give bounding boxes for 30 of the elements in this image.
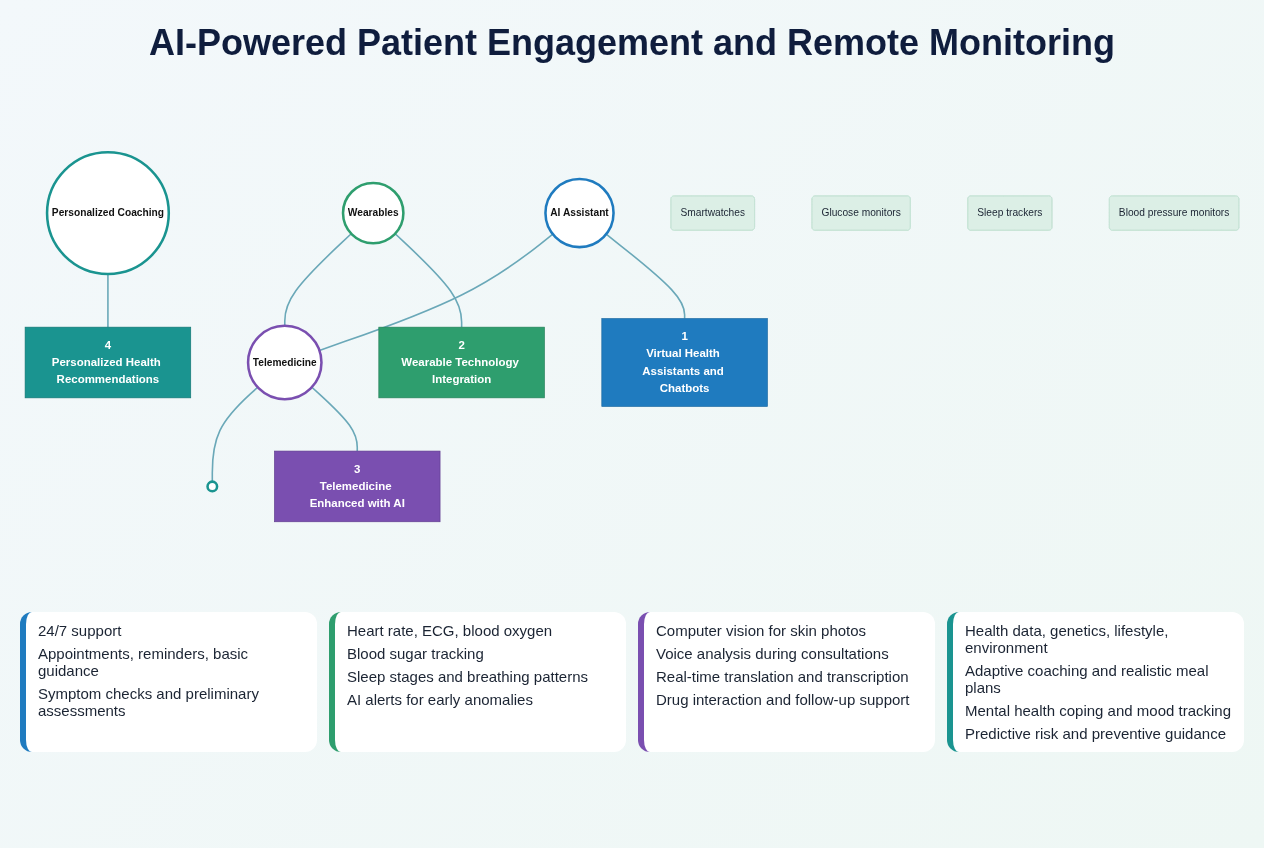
node-box: 1 Virtual Health Assistants and Chatbots: [601, 318, 768, 407]
title: AI-Powered Patient Engagement and Remote Monitoring: [147, 21, 1117, 65]
bullet-text: Real-time translation and transcription: [656, 668, 910, 685]
bullet-text: Predictive risk and preventive guidance: [965, 725, 1227, 742]
bullet-text: Sleep stages and breathing patterns: [347, 668, 589, 685]
connector: [311, 386, 359, 452]
connector: [211, 386, 259, 483]
node-circle: AI Assistant: [544, 177, 615, 249]
bullet-text: Symptom checks and preliminary assessments: [38, 685, 260, 719]
node-circle: Personalized Coaching: [45, 150, 171, 276]
bullet-text: Blood sugar tracking: [347, 645, 485, 662]
bullet-text: Adaptive coaching and realistic meal plans: [965, 662, 1210, 696]
bullet-text: Voice analysis during consultations: [656, 645, 890, 662]
node-box: 2 Wearable Technology Integration: [378, 326, 545, 399]
node-circle: Telemedicine: [246, 324, 323, 401]
node-circle: [206, 480, 219, 493]
node-box: 3 Telemedicine Enhanced with AI: [274, 450, 441, 523]
node-box: 4 Personalized Health Recommendations: [24, 326, 192, 399]
connector: [107, 273, 109, 328]
bullet-text: Computer vision for skin photos: [656, 622, 868, 639]
bullet-text: Appointments, reminders, basic guidance: [38, 645, 250, 679]
bullet-text: Drug interaction and follow-up support: [656, 691, 911, 708]
connector: [394, 232, 463, 328]
bullet-text: 24/7 support: [38, 622, 123, 639]
bullet-text: Mental health coping and mood tracking: [965, 702, 1232, 719]
node-circle: Wearables: [341, 181, 405, 245]
bullet-text: AI alerts for early anomalies: [347, 691, 534, 708]
bullet-text: Heart rate, ECG, blood oxygen: [347, 622, 554, 639]
connector: [605, 233, 686, 320]
bullet-text: Health data, genetics, lifestyle, environment: [965, 622, 1170, 656]
